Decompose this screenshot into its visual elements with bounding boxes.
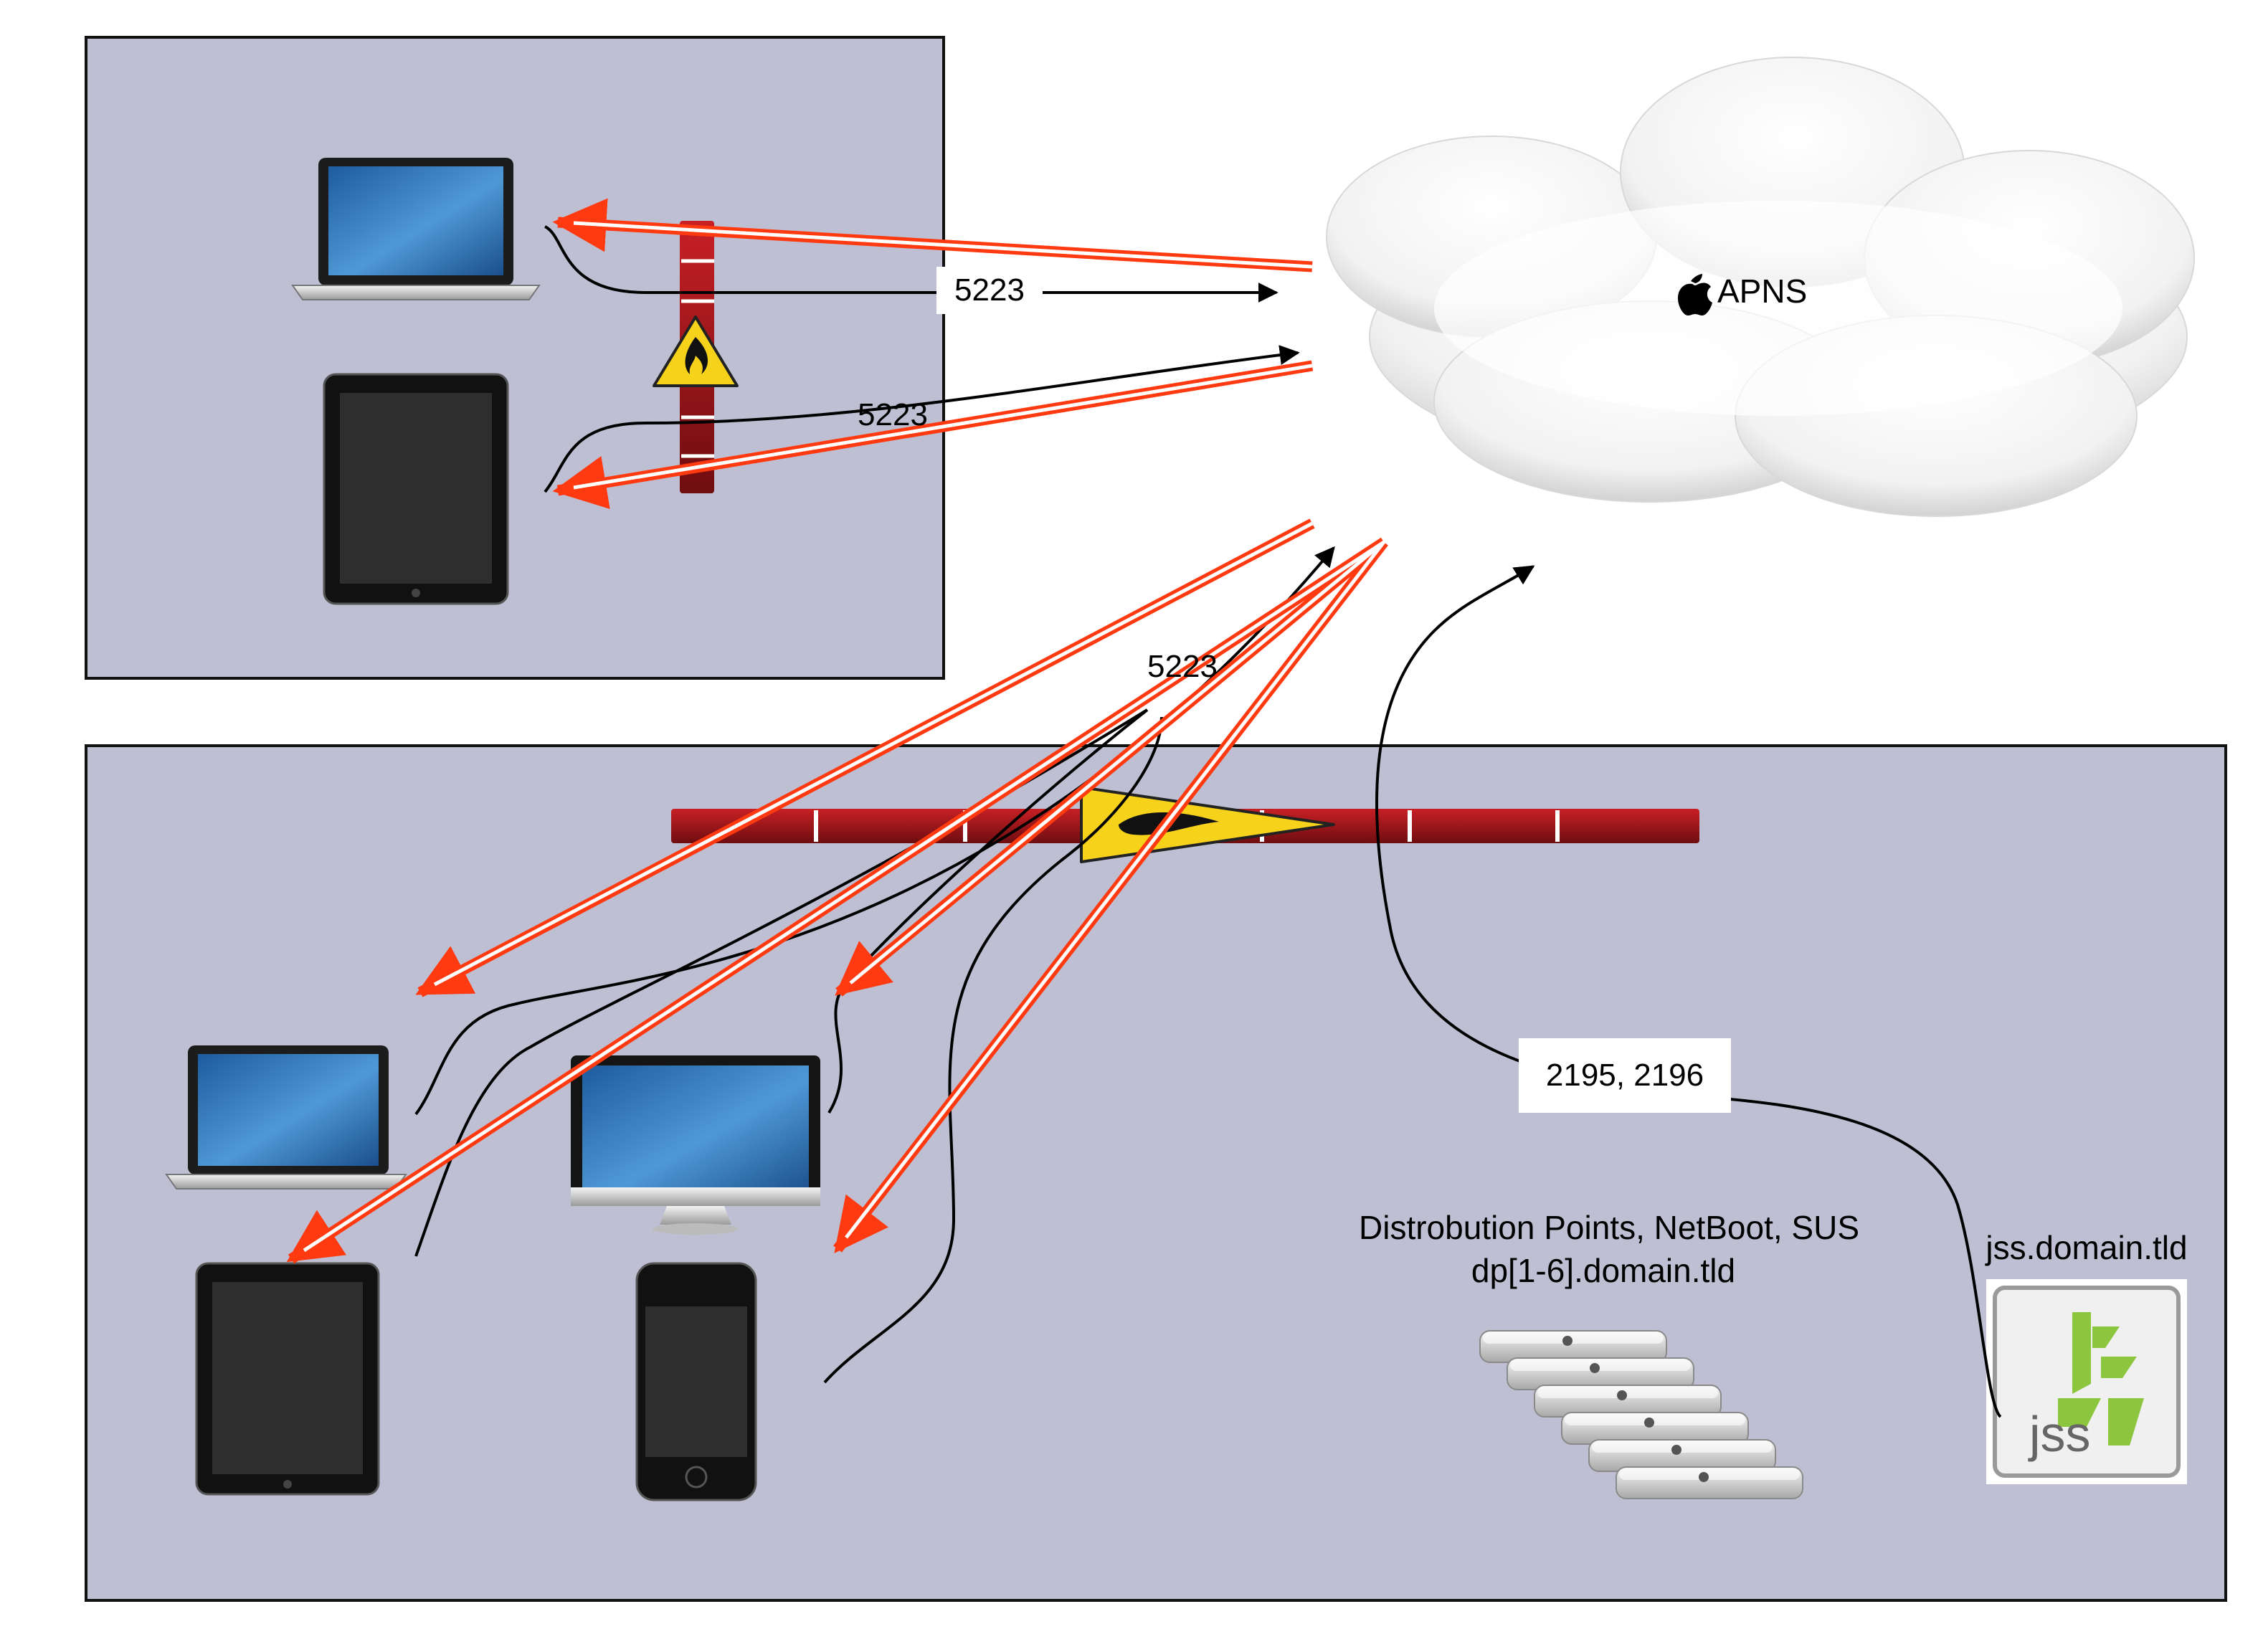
mac-mini-stack (1479, 1330, 1803, 1499)
fire-warning-icon (653, 315, 739, 387)
cloud-icon (1326, 57, 2195, 517)
port-label-laptop: 5223 (936, 267, 1043, 314)
laptop-icon (291, 158, 541, 300)
mac-mini-icon (1616, 1466, 1803, 1499)
ipad-icon (195, 1262, 380, 1496)
iphone-icon (635, 1262, 757, 1501)
mac-mini-icon (1588, 1439, 1776, 1472)
laptop-icon (165, 1045, 407, 1190)
connection-line (823, 716, 1163, 1384)
port-label-lower-devices: 5223 (1129, 645, 1236, 688)
jss-logo-icon: jss (1986, 1279, 2187, 1484)
connection-line (544, 345, 1300, 493)
port-label-jss: 2195, 2196 (1519, 1038, 1731, 1113)
jss-host-label: jss.domain.tld (1984, 1229, 2187, 1266)
port-value: 5223 (954, 272, 1025, 308)
mac-mini-icon (1534, 1385, 1722, 1418)
ipad-icon (323, 373, 509, 605)
apns-label: APNS (1717, 272, 1807, 310)
port-value: 5223 (858, 397, 928, 432)
port-label-ipad: 5223 (842, 387, 944, 443)
jss-logo-text: jss (2028, 1406, 2091, 1462)
apple-logo-icon (1678, 274, 1712, 315)
port-value: 2195, 2196 (1545, 1058, 1704, 1093)
mac-mini-icon (1561, 1412, 1749, 1445)
distribution-hosts: dp[1-6].domain.tld (1471, 1252, 1735, 1289)
top-network-zone (85, 36, 945, 680)
connection-line (544, 225, 1279, 303)
distribution-title: Distrobution Points, NetBoot, SUS (1359, 1209, 1859, 1246)
mac-mini-icon (1507, 1357, 1694, 1390)
monitor-icon (571, 1055, 820, 1235)
bottom-network-zone (85, 744, 2227, 1602)
port-value: 5223 (1147, 649, 1218, 684)
connection-line (1375, 565, 2002, 1418)
